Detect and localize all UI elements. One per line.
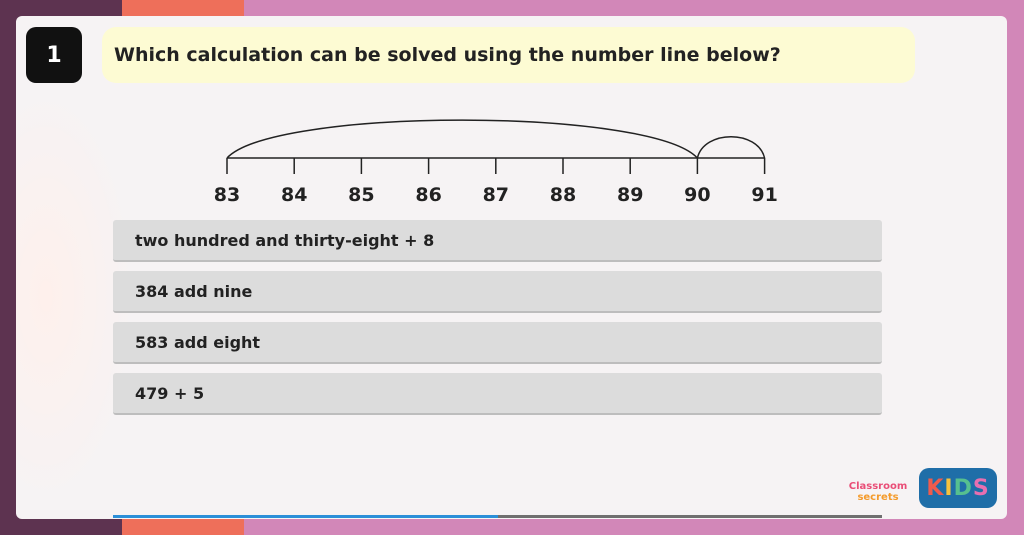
number-line-label: 84 (281, 184, 307, 206)
answer-list: two hundred and thirty-eight + 8 384 add… (113, 220, 882, 424)
number-line-label: 87 (483, 184, 509, 206)
number-line-jump-arc (696, 136, 766, 159)
number-line-jump-arc (226, 119, 698, 159)
kids-logo-letter: K (926, 475, 945, 501)
answer-option-4[interactable]: 479 + 5 (113, 373, 882, 415)
kids-logo-letter: D (953, 475, 973, 501)
number-line-label: 90 (684, 184, 710, 206)
question-card: 1 Which calculation can be solved using … (16, 16, 1007, 519)
number-line-label: 85 (348, 184, 374, 206)
kids-logo-letter: S (972, 475, 990, 501)
number-line-svg: 83 84 85 86 87 88 89 90 91 (214, 119, 778, 206)
classroom-secrets-logo-line2: secrets (857, 492, 899, 503)
question-text: Which calculation can be solved using th… (102, 27, 915, 83)
number-line-label: 89 (617, 184, 643, 206)
answer-option-2[interactable]: 384 add nine (113, 271, 882, 313)
answer-option-3[interactable]: 583 add eight (113, 322, 882, 364)
number-line-label: 83 (214, 184, 240, 206)
number-line: 83 84 85 86 87 88 89 90 91 (206, 101, 806, 216)
question-number-badge: 1 (26, 27, 82, 83)
kids-logo-letter: I (944, 475, 954, 501)
progress-bar-fill (113, 515, 498, 518)
kids-logo: K I D S (919, 468, 997, 508)
number-line-label: 86 (415, 184, 441, 206)
answer-option-1[interactable]: two hundred and thirty-eight + 8 (113, 220, 882, 262)
number-line-label: 91 (751, 184, 777, 206)
progress-bar (113, 515, 882, 518)
number-line-label: 88 (550, 184, 576, 206)
classroom-secrets-logo: Classroom secrets (842, 478, 914, 506)
classroom-secrets-logo-line1: Classroom (848, 481, 908, 492)
